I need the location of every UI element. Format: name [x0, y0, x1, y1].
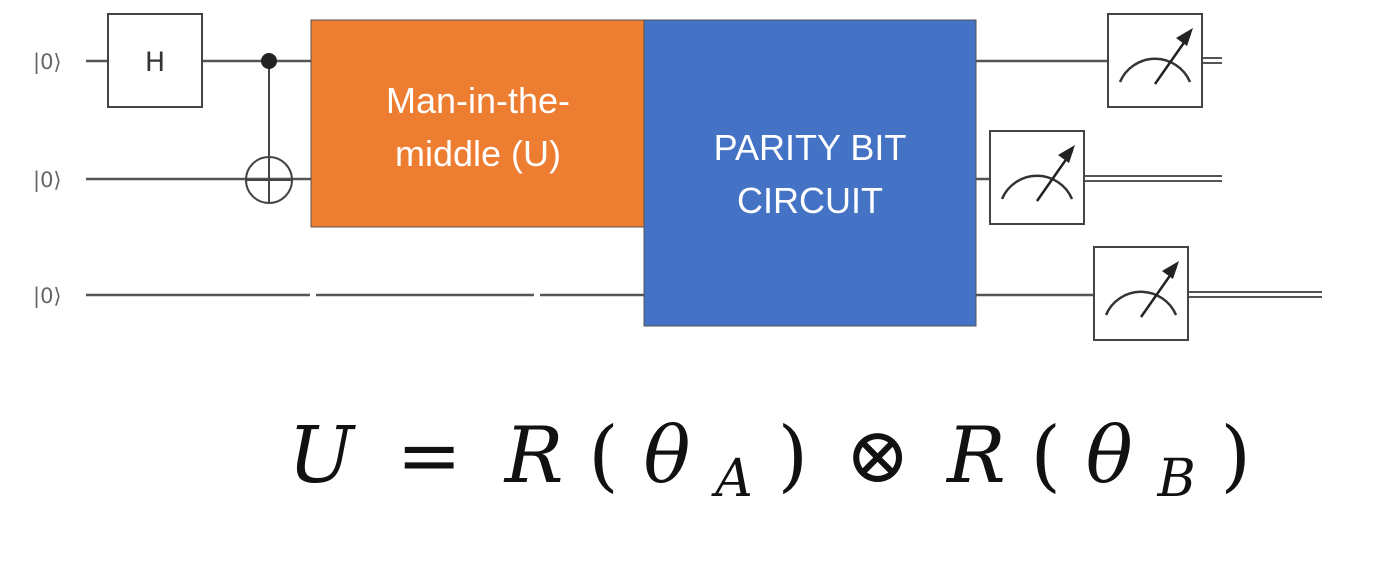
equation-r1: R: [503, 411, 564, 501]
equation-r2: R: [945, 411, 1006, 501]
meter-arrowhead-icon: [1162, 261, 1179, 279]
hadamard-gate: H: [107, 13, 203, 108]
equation-lhs: U: [288, 411, 356, 501]
parity-bit-circuit-box: [643, 19, 977, 327]
equation-theta2: θ: [1086, 411, 1133, 501]
equation-open2: (: [1031, 411, 1061, 501]
man-in-the-middle-block: Man-in-the- middle (U): [310, 19, 645, 228]
equation-formula: U = R ( θ A ) ⊗ R ( θ B ): [288, 411, 1251, 515]
measurement-gate-1: [989, 130, 1085, 225]
measurement-gate-0-box: [1107, 13, 1203, 108]
meter-arc-icon: [1000, 174, 1074, 200]
equation: U = R ( θ A ) ⊗ R ( θ B ): [288, 411, 1251, 515]
measurement-gate-1-box: [989, 130, 1085, 225]
qubit-label-1: |0⟩: [33, 168, 62, 193]
meter-arrowhead-icon: [1058, 145, 1075, 163]
parity-bit-circuit-label-line2: CIRCUIT: [737, 180, 883, 221]
parity-bit-circuit-label-line1: PARITY BIT: [714, 127, 907, 168]
equation-close1: ): [778, 411, 808, 501]
qubit-label-0: |0⟩: [33, 50, 62, 75]
man-in-the-middle-label-line1: Man-in-the-: [386, 80, 570, 121]
equation-sub2: B: [1157, 449, 1196, 509]
hadamard-gate-box: [107, 13, 203, 108]
meter-arc-icon: [1104, 290, 1178, 316]
equation-equals: =: [397, 411, 462, 501]
hadamard-gate-label: H: [145, 47, 165, 78]
classical-wires: [1084, 57, 1322, 298]
measurement-gate-2: [1093, 246, 1189, 341]
qubit-label-2: |0⟩: [33, 284, 62, 309]
man-in-the-middle-box: [310, 19, 645, 228]
meter-arc-icon: [1118, 57, 1192, 83]
equation-close2: ): [1221, 411, 1251, 501]
cnot-control-dot: [261, 53, 277, 69]
meter-arrowhead-icon: [1176, 28, 1193, 46]
measurement-gate-0: [1107, 13, 1203, 108]
parity-bit-circuit-block: PARITY BIT CIRCUIT: [643, 19, 977, 327]
cnot-gate: [245, 53, 293, 204]
man-in-the-middle-label-line2: middle (U): [395, 133, 561, 174]
equation-theta1: θ: [643, 411, 690, 501]
equation-open1: (: [588, 411, 618, 501]
equation-sub1: A: [711, 449, 753, 509]
measurement-gate-2-box: [1093, 246, 1189, 341]
equation-otimes: ⊗: [845, 411, 910, 501]
